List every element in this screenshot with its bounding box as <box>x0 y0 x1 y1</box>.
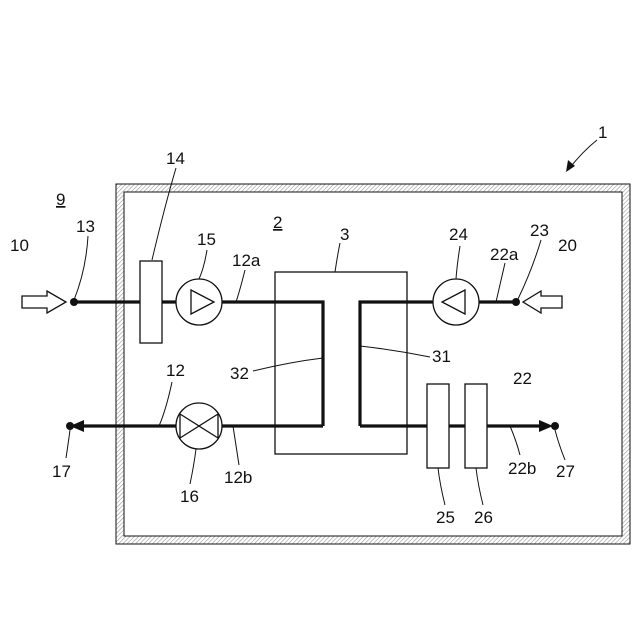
label-region-inner: 2 <box>273 213 282 232</box>
label-channel-31: 31 <box>432 347 451 366</box>
label-inlet-left: 10 <box>10 236 29 255</box>
label-node-left: 13 <box>76 217 95 236</box>
label-filter: 14 <box>166 149 185 168</box>
label-path-right: 22 <box>513 369 532 388</box>
label-inlet-right: 20 <box>558 236 577 255</box>
label-path-left: 12 <box>166 361 185 380</box>
valve-icon <box>176 403 222 449</box>
label-region-outer: 9 <box>56 190 65 209</box>
element-26 <box>465 384 487 468</box>
label-outlet-left: 17 <box>52 462 71 481</box>
label-node-right: 23 <box>530 221 549 240</box>
label-path-right-b: 22b <box>508 459 536 478</box>
label-device: 3 <box>340 225 349 244</box>
label-path-right-a: 22a <box>490 245 519 264</box>
element-25 <box>427 384 449 468</box>
label-path-left-b: 12b <box>224 468 252 487</box>
label-apparatus: 1 <box>598 123 607 142</box>
node-right-dot <box>512 298 520 306</box>
inlet-arrow-left-icon <box>22 291 66 313</box>
label-pump-left: 15 <box>197 230 216 249</box>
label-element-25: 25 <box>436 508 455 527</box>
outlet-left-dot <box>66 422 74 430</box>
pump-left-icon <box>176 279 222 325</box>
pump-right-icon <box>433 279 479 325</box>
outlet-right-dot <box>551 422 559 430</box>
label-channel-32: 32 <box>230 364 249 383</box>
label-valve: 16 <box>180 487 199 506</box>
label-path-left-a: 12a <box>232 251 261 270</box>
label-outlet-right: 27 <box>556 462 575 481</box>
label-pump-right: 24 <box>449 225 468 244</box>
filter-element <box>140 261 162 343</box>
label-element-26: 26 <box>474 508 493 527</box>
